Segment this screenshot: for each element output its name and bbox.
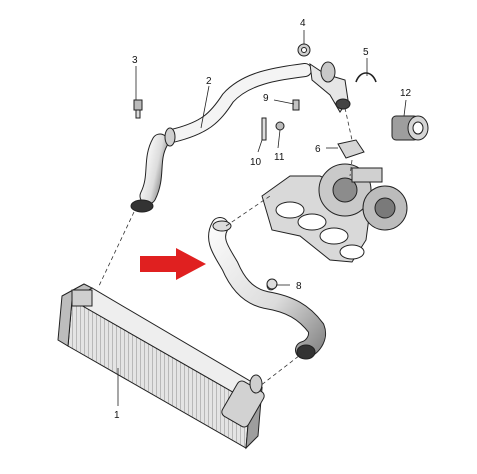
bolt-3 xyxy=(133,99,143,119)
assembly-lines xyxy=(97,107,353,387)
turbocharger-manifold xyxy=(261,163,408,263)
callout-5: 5 xyxy=(363,47,369,58)
sensor-12 xyxy=(391,115,429,141)
callout-4: 4 xyxy=(300,18,306,29)
gasket-6 xyxy=(337,139,365,159)
callout-2: 2 xyxy=(206,76,212,87)
washer-8 xyxy=(266,278,278,290)
callout-12: 12 xyxy=(400,88,412,99)
bolt-9 xyxy=(292,99,300,111)
intercooler xyxy=(57,283,265,450)
clip-5 xyxy=(355,72,377,83)
callout-10: 10 xyxy=(250,157,262,168)
callout-11: 11 xyxy=(274,152,285,163)
red-highlight-arrow xyxy=(140,248,206,280)
stud-10-and-nut-11 xyxy=(261,117,285,141)
callout-9: 9 xyxy=(263,93,269,104)
callout-3: 3 xyxy=(132,55,138,66)
nut-4 xyxy=(297,43,311,57)
callout-1: 1 xyxy=(114,410,120,421)
callout-numbers: 1 2 3 4 5 6 8 9 10 11 12 xyxy=(114,18,412,421)
callout-6: 6 xyxy=(315,144,321,155)
callout-8: 8 xyxy=(296,281,302,292)
leader-lines xyxy=(117,30,407,406)
upper-charge-hose xyxy=(130,61,351,213)
